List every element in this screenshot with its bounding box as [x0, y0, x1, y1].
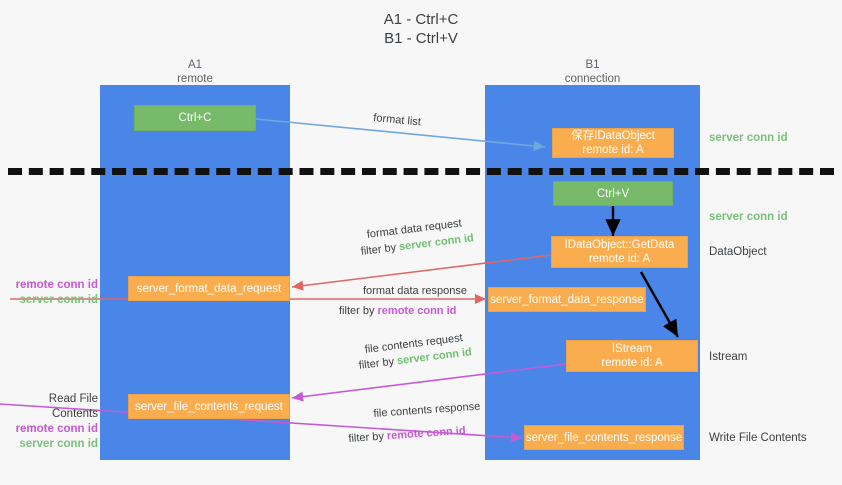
title-line-1: A1 - Ctrl+C [383, 11, 459, 28]
node-getdata-label: IDataObject::GetData [564, 239, 675, 251]
node-getdata-sub: remote id: A [588, 253, 651, 265]
left-label-file-server-conn-id: server conn id [19, 438, 98, 450]
left-label-format-remote-conn-id: remote conn id [15, 279, 98, 291]
right-label-dataobject: DataObject [709, 246, 767, 258]
node-istream[interactable]: IStream remote id: A [566, 340, 698, 372]
node-ctrl-c[interactable]: Ctrl+C [134, 105, 256, 131]
edge-format-data-request [291, 254, 552, 291]
node-ctrl-v[interactable]: Ctrl+V [553, 181, 673, 206]
edge-label-format-data-response: format data response [363, 285, 467, 297]
lane-a1-sub: remote [177, 73, 213, 85]
node-server-format-data-response-label: server_format_data_response [490, 293, 644, 306]
node-server-format-data-request[interactable]: server_format_data_request [128, 276, 290, 301]
right-label-write-file-contents: Write File Contents [709, 432, 807, 444]
node-istream-sub: remote id: A [601, 357, 663, 369]
node-server-format-data-request-label: server_format_data_request [136, 282, 282, 295]
node-server-file-contents-response-label: server_file_contents_response [525, 431, 683, 444]
edge-file-contents-request [291, 363, 567, 402]
lane-header-b1: B1 connection [485, 58, 700, 86]
page-title: A1 - Ctrl+C B1 - Ctrl+V [0, 10, 842, 48]
edge-file-contents-response [0, 403, 523, 443]
right-label-server-conn-id-top: server conn id [709, 132, 788, 144]
lane-header-a1: A1 remote [100, 58, 290, 86]
edge-getdata-to-istream [639, 271, 680, 338]
node-idataobject-getdata[interactable]: IDataObject::GetData remote id: A [551, 236, 688, 268]
filter-prefix: filter by [339, 305, 378, 317]
right-label-server-conn-id-mid: server conn id [709, 211, 788, 223]
node-ctrl-c-label: Ctrl+C [178, 112, 212, 124]
edge-label-format-data-response-filter: filter by remote conn id [339, 304, 456, 319]
node-server-file-contents-response[interactable]: server_file_contents_response [524, 425, 684, 450]
edge-format-list [255, 118, 546, 152]
node-save-idataobject[interactable]: 保存IDataObject remote id: A [552, 128, 674, 158]
filter-prefix: filter by [358, 355, 398, 372]
filter-prefix: filter by [348, 430, 388, 445]
node-server-file-contents-request-label: server_file_contents_request [135, 400, 283, 413]
lane-b1-sub: connection [564, 73, 621, 85]
phase-divider [8, 168, 834, 175]
node-save-idataobject-label: 保存IDataObject [571, 130, 655, 142]
node-server-format-data-response[interactable]: server_format_data_response [488, 287, 646, 312]
right-label-istream: Istream [709, 351, 748, 363]
node-server-file-contents-request[interactable]: server_file_contents_request [128, 394, 290, 419]
lane-a1-name: A1 [187, 59, 203, 71]
left-label-read-file-contents: Read File Contents [48, 393, 98, 420]
left-label-file-remote-conn-id: remote conn id [15, 423, 98, 435]
node-save-idataobject-sub: remote id: A [582, 144, 644, 156]
filter-key-remote-conn-id: remote conn id [377, 305, 457, 317]
title-line-2: B1 - Ctrl+V [384, 30, 458, 47]
node-istream-label: IStream [611, 343, 653, 355]
lane-b1-name: B1 [585, 59, 600, 71]
left-label-file-contents-group: Read File Contents remote conn id server… [6, 392, 98, 452]
left-label-format-conn-ids: remote conn id server conn id [8, 278, 98, 308]
node-ctrl-v-label: Ctrl+V [596, 187, 630, 200]
left-label-format-server-conn-id: server conn id [19, 294, 98, 306]
filter-prefix: filter by [360, 241, 400, 258]
